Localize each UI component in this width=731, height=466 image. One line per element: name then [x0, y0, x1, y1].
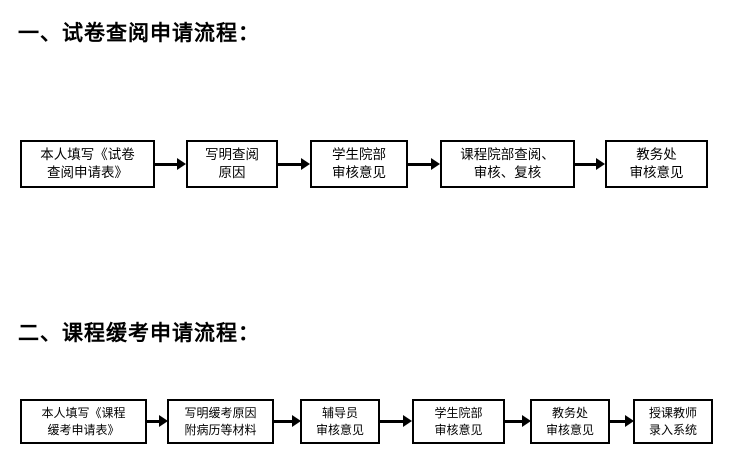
- flow-step-box: 写明查阅 原因: [186, 140, 278, 188]
- flow-step-label: 本人填写《课程 缓考申请表》: [41, 406, 126, 437]
- flow-step-box: 授课教师 录入系统: [633, 399, 713, 444]
- flow-step-box: 本人填写《课程 缓考申请表》: [20, 399, 147, 444]
- flow-arrow-icon: [610, 415, 634, 427]
- flow-step-label: 学生院部 审核意见: [434, 406, 483, 437]
- flow-step-label: 授课教师 录入系统: [648, 406, 697, 437]
- flow-step-label: 课程院部查阅、 审核、复核: [460, 146, 555, 181]
- flow-arrow-icon: [155, 158, 186, 170]
- arrow-head: [431, 158, 440, 170]
- arrow-head: [596, 158, 605, 170]
- flow-step-box: 教务处 审核意见: [530, 399, 610, 444]
- arrow-head: [403, 415, 412, 427]
- flow-step-box: 写明缓考原因 附病历等材料: [167, 399, 274, 444]
- flow-step-label: 教务处 审核意见: [629, 146, 684, 181]
- arrow-shaft: [274, 420, 292, 423]
- flow-step-label: 辅导员 审核意见: [315, 406, 364, 437]
- flow-arrow-icon: [274, 415, 301, 427]
- flow-step-box: 学生院部 审核意见: [412, 399, 505, 444]
- flow-arrow-icon: [408, 158, 440, 170]
- arrow-head: [177, 158, 186, 170]
- arrow-head: [292, 415, 301, 427]
- arrow-shaft: [408, 163, 431, 166]
- flow-step-label: 写明查阅 原因: [205, 146, 259, 181]
- arrow-shaft: [155, 163, 177, 166]
- flowchart-course-deferred-exam: 本人填写《课程 缓考申请表》 写明缓考原因 附病历等材料 辅导员 审核意见 学生…: [0, 399, 731, 444]
- section-title-course-deferred-exam: 二、课程缓考申请流程：: [18, 320, 260, 345]
- flow-step-label: 写明缓考原因 附病历等材料: [184, 406, 257, 437]
- flow-step-box: 教务处 审核意见: [605, 140, 708, 188]
- arrow-shaft: [575, 163, 596, 166]
- arrow-shaft: [380, 420, 403, 423]
- flow-arrow-icon: [147, 415, 168, 427]
- arrow-head: [625, 415, 634, 427]
- flowchart-exam-paper-review: 本人填写《试卷 查阅申请表》 写明查阅 原因 学生院部 审核意见 课程院部查阅、…: [0, 140, 731, 188]
- flow-arrow-icon: [575, 158, 605, 170]
- arrow-head: [301, 158, 310, 170]
- arrow-head: [522, 415, 531, 427]
- arrow-shaft: [147, 420, 159, 423]
- arrow-head: [159, 415, 168, 427]
- section-title-exam-paper-review: 一、试卷查阅申请流程：: [18, 20, 260, 45]
- flow-arrow-icon: [278, 158, 310, 170]
- flow-arrow-icon: [505, 415, 531, 427]
- arrow-shaft: [505, 420, 522, 423]
- flow-step-box: 本人填写《试卷 查阅申请表》: [20, 140, 155, 188]
- flow-step-label: 本人填写《试卷 查阅申请表》: [40, 146, 135, 181]
- flow-step-box: 辅导员 审核意见: [300, 399, 380, 444]
- flow-step-label: 学生院部 审核意见: [332, 146, 386, 181]
- flow-step-label: 教务处 审核意见: [545, 406, 594, 437]
- flow-arrow-icon: [380, 415, 412, 427]
- arrow-shaft: [278, 163, 301, 166]
- arrow-shaft: [610, 420, 625, 423]
- flow-step-box: 课程院部查阅、 审核、复核: [440, 140, 575, 188]
- flow-step-box: 学生院部 审核意见: [310, 140, 408, 188]
